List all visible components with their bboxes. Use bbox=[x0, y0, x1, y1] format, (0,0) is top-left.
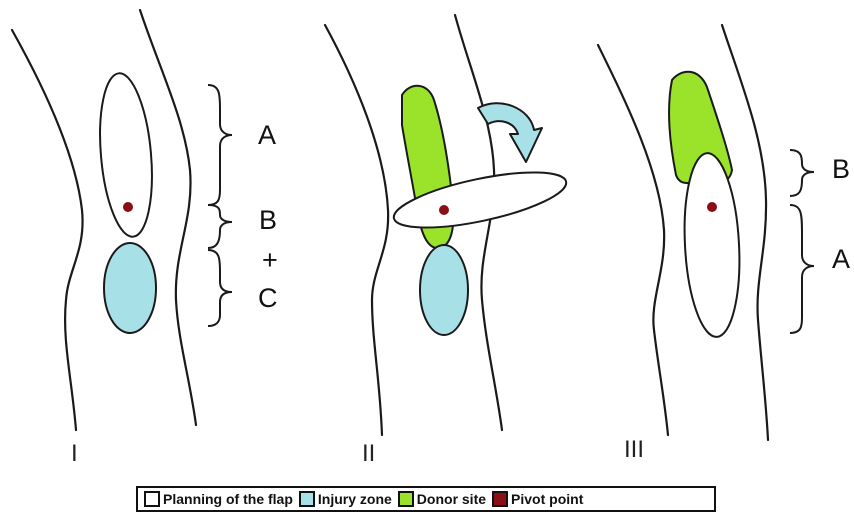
legend-item-donor: Donor site bbox=[398, 491, 486, 507]
legend-label: Injury zone bbox=[318, 491, 392, 507]
legend-swatch bbox=[492, 491, 508, 507]
brace-b bbox=[208, 205, 232, 248]
injury-zone bbox=[104, 243, 156, 333]
label-b: B bbox=[259, 207, 277, 234]
legend-label: Pivot point bbox=[511, 491, 583, 507]
injury-zone bbox=[420, 245, 468, 335]
leg-outline-left-3 bbox=[598, 45, 668, 435]
pivot-point bbox=[439, 205, 449, 215]
legend-item-planning: Planning of the flap bbox=[144, 491, 293, 507]
pivot-point bbox=[707, 202, 717, 212]
legend-swatch bbox=[299, 491, 315, 507]
rotation-arrow bbox=[478, 103, 542, 162]
legend-swatch bbox=[144, 491, 160, 507]
panel-number-i: I bbox=[71, 442, 78, 466]
brace-a bbox=[208, 85, 232, 205]
legend-item-pivot: Pivot point bbox=[492, 491, 583, 507]
label-plus: + bbox=[262, 247, 278, 274]
leg-outline-left-1 bbox=[12, 30, 83, 430]
legend: Planning of the flap Injury zone Donor s… bbox=[136, 486, 716, 512]
legend-swatch bbox=[398, 491, 414, 507]
pivot-point bbox=[123, 202, 133, 212]
leg-outline-left-2 bbox=[325, 25, 388, 435]
brace-b bbox=[790, 150, 814, 196]
label-c: C bbox=[258, 285, 278, 312]
flap-plan-ellipse bbox=[94, 71, 158, 239]
legend-label: Donor site bbox=[417, 491, 486, 507]
panel-number-ii: II bbox=[362, 442, 375, 466]
leg-outline-right-1 bbox=[140, 10, 196, 425]
brace-a bbox=[790, 205, 814, 333]
label-a: A bbox=[258, 122, 276, 149]
panel-number-iii: III bbox=[624, 438, 644, 462]
flap-transposed-ellipse bbox=[680, 152, 744, 339]
brace-c bbox=[208, 250, 232, 326]
legend-label: Planning of the flap bbox=[163, 491, 293, 507]
label-a: A bbox=[832, 246, 850, 273]
label-b: B bbox=[832, 156, 850, 183]
legend-item-injury: Injury zone bbox=[299, 491, 392, 507]
